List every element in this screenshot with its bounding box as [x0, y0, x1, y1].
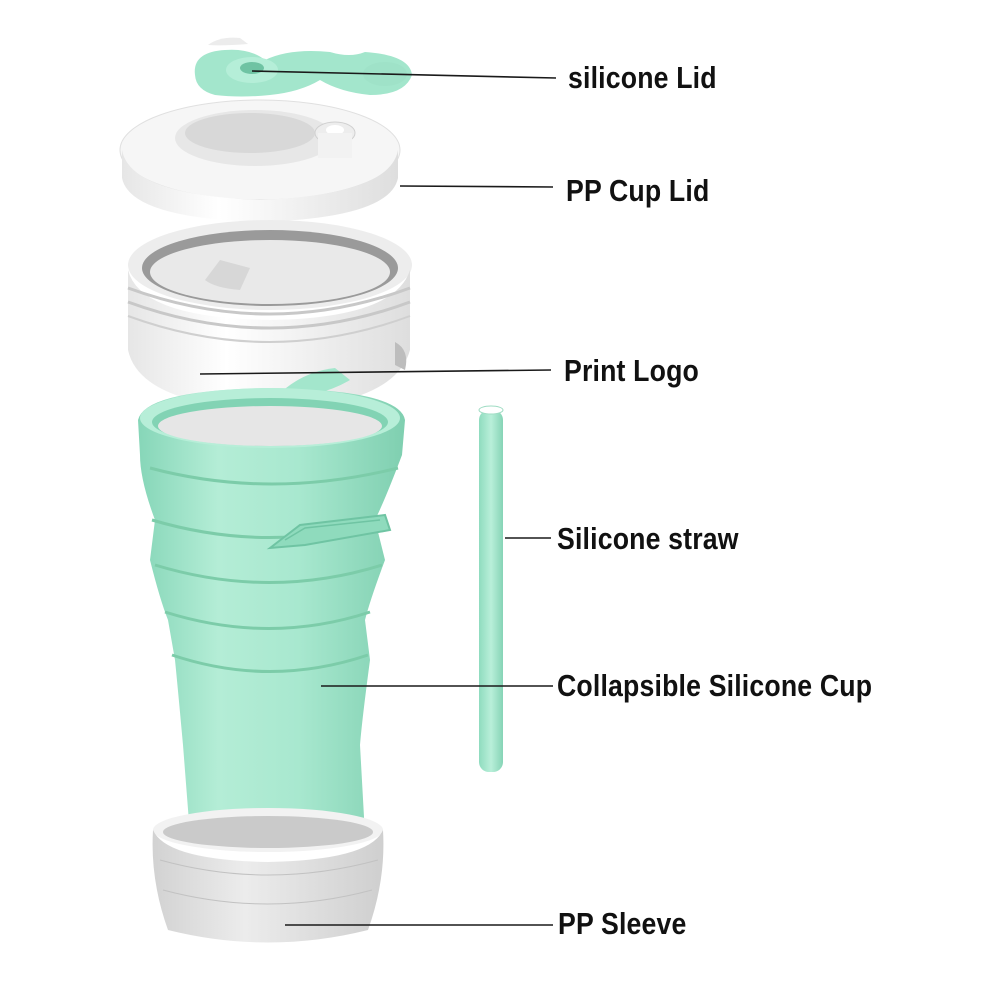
leader-line-pp-cup-lid: [399, 185, 554, 188]
label-collapsible-silicone-cup: Collapsible Silicone Cup: [557, 668, 873, 703]
pp-sleeve-part: [152, 808, 384, 943]
label-pp-sleeve: PP Sleeve: [558, 906, 687, 941]
label-print-logo: Print Logo: [564, 353, 700, 388]
leader-lines: [199, 70, 557, 926]
silicone-straw-part: [478, 405, 504, 772]
leader-line-print-logo: [199, 369, 552, 375]
silicone-lid-part: [194, 37, 412, 97]
pp-cup-lid-part: [119, 99, 401, 222]
label-silicone-lid: silicone Lid: [568, 60, 717, 95]
label-silicone-straw: Silicone straw: [557, 521, 739, 556]
collapsible-cup-part: [138, 388, 405, 840]
leader-line-silicone-lid: [251, 70, 557, 79]
print-logo-ring-part: [127, 220, 412, 410]
label-pp-cup-lid: PP Cup Lid: [566, 173, 710, 208]
